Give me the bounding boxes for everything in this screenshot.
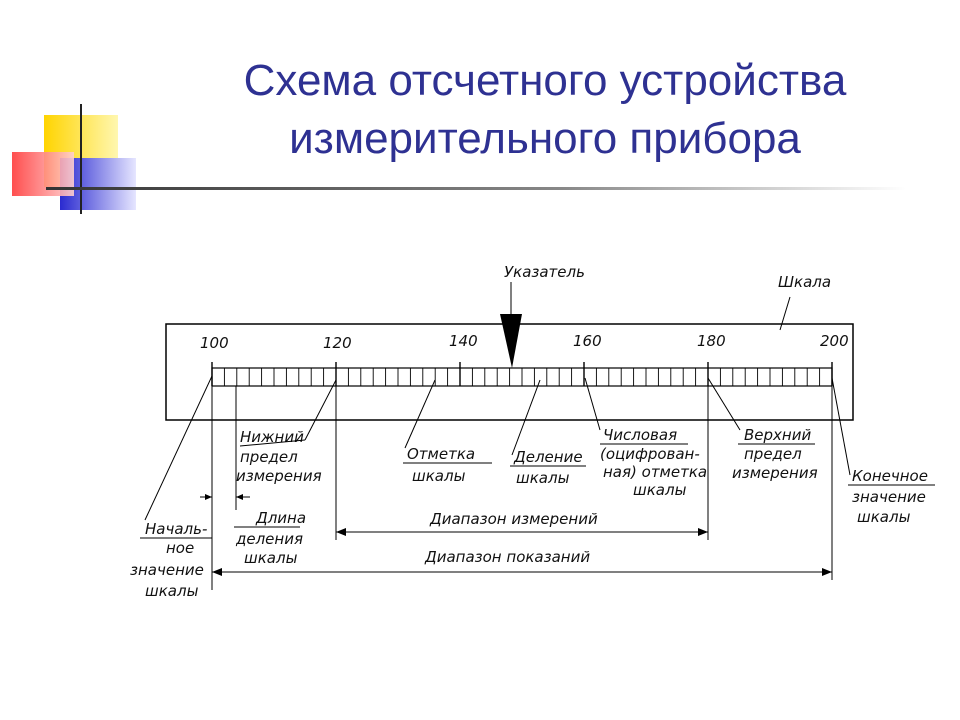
label-upper-limit-1: Верхний [744,426,811,444]
label-initial-value-3: значение [130,561,204,579]
label-numeric-mark-3: ная) отметка [603,463,707,481]
leader-numeric-mark [584,377,601,431]
label-numeric-mark-4: шкалы [633,481,687,499]
scale-number-100: 100 [200,334,229,352]
pointer-arrow [500,314,522,368]
scale-ticks [211,362,833,386]
scale-number-180: 180 [697,332,726,350]
scale-number-140: 140 [449,332,478,350]
label-final-value-1: Конечное [852,467,928,485]
title-decoration [12,104,906,214]
title-line-2: измерительного прибора [289,114,801,163]
label-scale-mark-1: Отметка [407,445,475,463]
label-upper-limit-2: предел [744,445,802,463]
scale-number-200: 200 [820,332,849,350]
label-scale-mark-2: шкалы [412,467,466,485]
label-initial-value-4: шкалы [145,582,199,600]
label-lower-limit-3: измерения [236,467,322,485]
leader-scale-mark [404,379,436,449]
label-numeric-mark-2: (оцифрован- [600,445,700,463]
label-upper-limit-3: измерения [732,464,818,482]
label-lower-limit-2: предел [240,448,298,466]
label-scale: Шкала [778,273,831,291]
underline-lower-limit [239,439,306,447]
label-final-value-2: значение [852,488,926,506]
deco-horizontal-line [46,187,906,190]
label-division-length-1: Длина [255,509,306,527]
scale-leader [779,296,791,331]
label-measurement-range: Диапазон измерений [429,510,598,528]
scale-number-120: 120 [323,334,352,352]
label-numeric-mark-1: Числовая [603,426,677,444]
label-division-length-2: деления [235,530,303,548]
label-indication-range: Диапазон показаний [424,548,590,566]
slide-title: Схема отсчетного устройства измерительно… [150,52,940,168]
leader-initial-value [144,375,213,521]
leader-final-value [831,377,851,476]
leader-division [511,379,541,456]
label-final-value-3: шкалы [857,508,911,526]
label-division-1: Деление [513,448,583,466]
title-line-1: Схема отсчетного устройства [243,56,847,105]
label-pointer: Указатель [504,263,585,281]
scale-number-160: 160 [573,332,602,350]
label-initial-value-1: Началь- [145,520,207,538]
label-initial-value-2: ное [166,539,194,557]
leader-lower-limit [304,379,337,441]
label-division-2: шкалы [516,469,570,487]
leader-upper-limit [707,377,741,431]
label-division-length-3: шкалы [244,549,298,567]
